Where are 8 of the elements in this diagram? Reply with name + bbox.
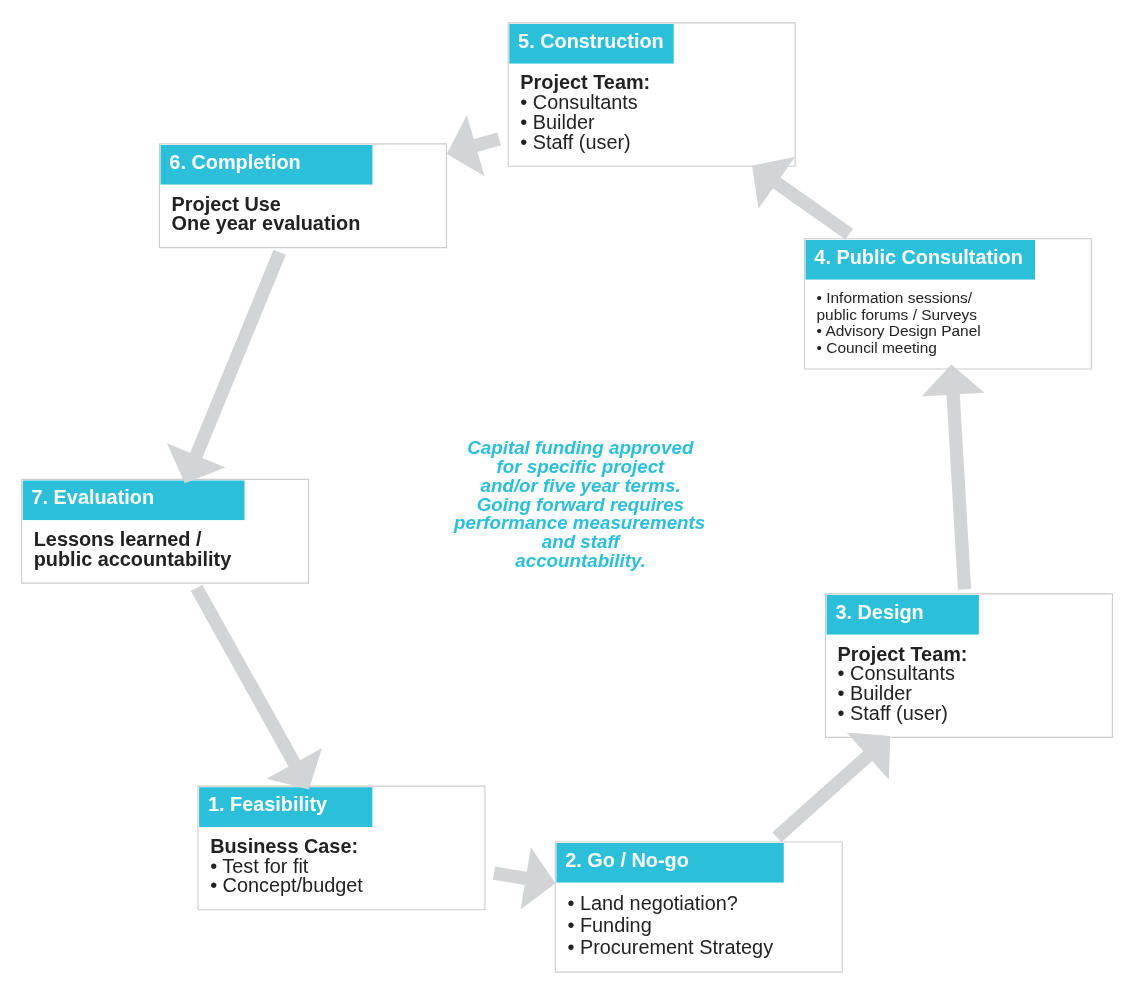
arrow [446, 114, 502, 176]
arrow [772, 731, 891, 842]
arrow [752, 156, 854, 240]
arrow [190, 584, 322, 790]
arrow [921, 364, 985, 590]
label: Capital funding approved for specific project and/or five year terms. Going forward requires performance measurements and staff accountability. [454, 436, 706, 571]
arrow [167, 249, 286, 483]
arrow [492, 846, 556, 910]
